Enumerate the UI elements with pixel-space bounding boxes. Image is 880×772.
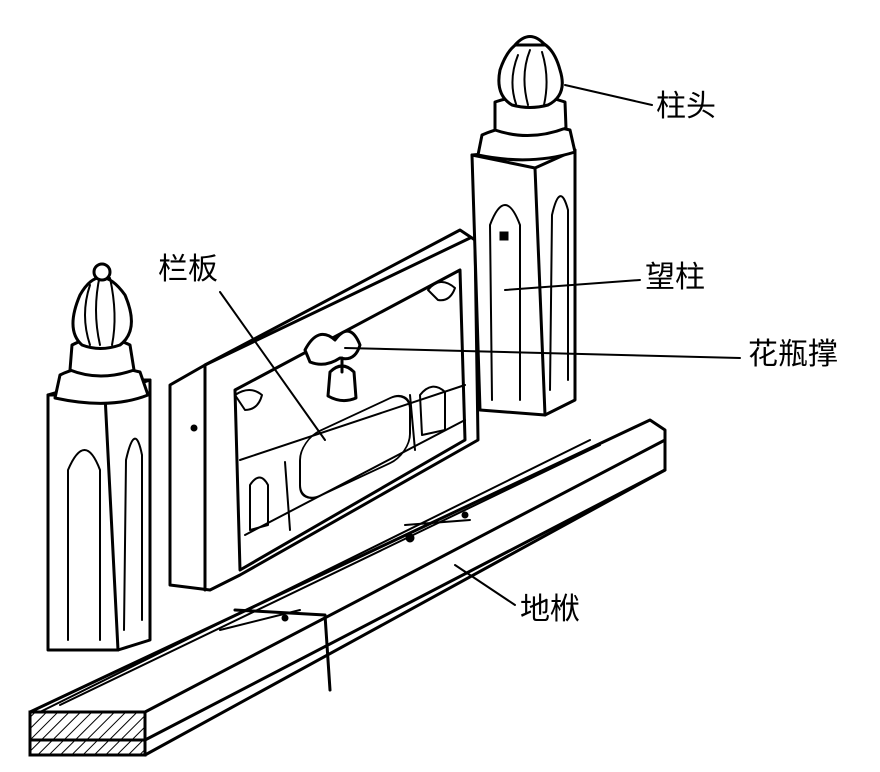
label-vase-support: 花瓶撑 (748, 337, 838, 372)
leader-vase-support (344, 347, 741, 359)
left-post (46, 262, 152, 652)
leader-ground-sill (454, 564, 516, 606)
label-panel: 栏板 (158, 252, 218, 287)
leader-post-head (564, 84, 653, 106)
leader-post (504, 279, 641, 291)
sill-cross-section (28, 710, 147, 757)
leader-panel (219, 291, 326, 441)
label-ground-sill: 地栿 (520, 592, 580, 627)
label-post: 望柱 (645, 260, 705, 295)
rail-panel (168, 228, 480, 592)
ground-sill (28, 418, 667, 757)
label-post-head: 柱头 (656, 89, 716, 124)
right-post (470, 35, 577, 417)
leader-lines (219, 84, 741, 606)
vase-support (303, 329, 362, 403)
